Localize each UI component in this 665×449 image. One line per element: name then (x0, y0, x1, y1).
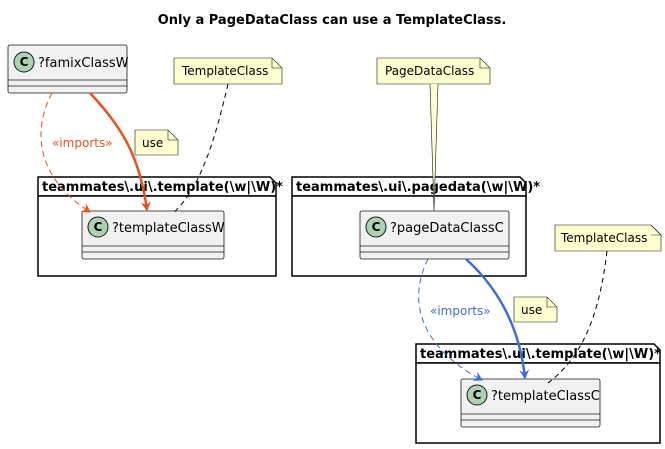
class-famix[interactable]: C ?famixClassW (7, 44, 129, 94)
class-template-w[interactable]: C ?templateClassW (81, 210, 225, 260)
imports-label-right: «imports» (430, 304, 491, 318)
class-c-icon (466, 384, 488, 406)
use-arrow-right (465, 258, 530, 379)
class-c-icon (13, 51, 35, 73)
use-arrow-left (89, 92, 151, 211)
class-badge-letter: C (372, 220, 381, 234)
class-name: ?pageDataClassC (390, 221, 504, 236)
note-text: TemplateClass (181, 64, 268, 78)
note-text: use (521, 303, 542, 317)
class-badge-letter: C (473, 388, 482, 402)
note-text: use (142, 136, 163, 150)
class-badge-letter: C (20, 55, 29, 69)
package-label: teammates\.ui\.pagedata(\w|\W)* (296, 180, 540, 195)
diagram-title: Only a PageDataClass can use a TemplateC… (158, 13, 507, 28)
class-c-icon (87, 216, 109, 238)
note-text: TemplateClass (560, 231, 647, 245)
note-template-left: TemplateClass (173, 57, 283, 85)
note-use-right: use (513, 296, 558, 323)
imports-arrow-left (40, 92, 91, 213)
class-badge-letter: C (94, 220, 103, 234)
note-pagedata: PageDataClass (376, 57, 491, 212)
class-name: ?famixClassW (38, 56, 129, 71)
package-label: teammates\.ui\.template(\w|\W)* (420, 347, 661, 362)
note-text: PageDataClass (385, 64, 474, 78)
class-template-c[interactable]: C ?templateClassC (460, 378, 601, 428)
note-connector-template-left (171, 83, 229, 215)
class-name: ?templateClassC (491, 389, 600, 404)
class-name: ?templateClassW (112, 221, 225, 236)
class-pagedata-c[interactable]: C ?pageDataClassC (359, 210, 510, 260)
class-c-icon (365, 216, 387, 238)
note-connector-template-right (547, 250, 608, 384)
note-pointer (429, 83, 439, 212)
note-use-left: use (134, 129, 179, 156)
package-label: teammates\.ui\.template(\w|\W)* (42, 180, 283, 195)
imports-label-left: «imports» (52, 136, 113, 150)
note-template-right: TemplateClass (554, 224, 662, 252)
